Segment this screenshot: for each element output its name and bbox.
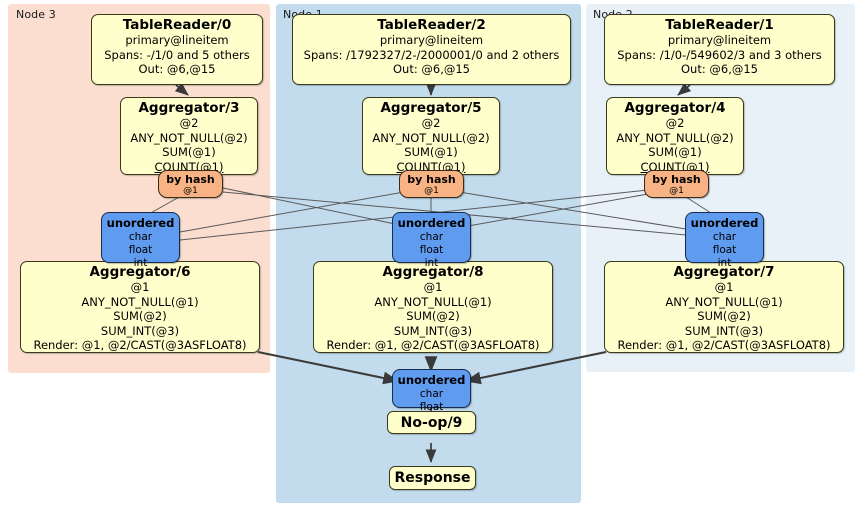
input-synchronizer-unordered-right[interactable]: unordered char float int [685,212,764,269]
input-synchronizer-unordered-final[interactable]: unordered char float [392,369,471,413]
sync-type-label: unordered [397,373,466,387]
node-agg-1: ANY_NOT_NULL(@2) [130,130,248,145]
node-title: Aggregator/6 [89,264,191,280]
processor-aggregator-8[interactable]: Aggregator/8 @1 ANY_NOT_NULL(@1) SUM(@2)… [313,261,553,353]
node-agg-1: ANY_NOT_NULL(@2) [372,130,490,145]
output-router-by-hash-left[interactable]: by hash @1 [158,170,223,198]
node-group: @2 [179,116,199,130]
router-column-label: @1 [183,186,198,196]
panel-label-node-3: Node 3 [16,8,56,21]
node-group: @1 [714,280,734,294]
processor-aggregator-3[interactable]: Aggregator/3 @2 ANY_NOT_NULL(@2) SUM(@1)… [120,97,258,175]
sync-type-1: char [712,231,737,243]
node-table: primary@lineitem [125,33,229,47]
node-table: primary@lineitem [379,33,484,47]
sync-type-label: unordered [397,216,466,230]
node-spans: Spans: -/1/0 and 5 others [104,47,250,62]
input-synchronizer-unordered-left[interactable]: unordered char float int [101,212,180,269]
sync-type-3: int [133,257,148,269]
node-group: @2 [421,116,441,130]
node-agg-2: SUM(@2) [697,309,751,323]
processor-tablereader-1[interactable]: TableReader/1 primary@lineitem Spans: /1… [604,14,835,85]
router-type-label: by hash [652,173,701,186]
input-synchronizer-unordered-middle[interactable]: unordered char float int [392,212,471,269]
node-render: Render: @1, @2/CAST(@3ASFLOAT8) [326,338,540,352]
node-title: Aggregator/8 [382,264,484,280]
node-render: Render: @1, @2/CAST(@3ASFLOAT8) [33,338,247,352]
node-agg-1: ANY_NOT_NULL(@1) [374,294,492,309]
sync-type-3: int [717,257,732,269]
node-agg-1: ANY_NOT_NULL(@2) [616,130,734,145]
processor-aggregator-6[interactable]: Aggregator/6 @1 ANY_NOT_NULL(@1) SUM(@2)… [20,261,260,353]
node-group: @1 [423,280,443,294]
processor-tablereader-2[interactable]: TableReader/2 primary@lineitem Spans: /1… [292,14,571,85]
node-title: TableReader/0 [122,17,232,33]
node-agg-1: ANY_NOT_NULL(@1) [665,294,783,309]
node-agg-2: SUM(@1) [162,145,216,159]
node-agg-2: SUM(@1) [648,145,702,159]
node-out: Out: @6,@15 [393,62,470,76]
sync-type-2: float [128,244,153,256]
node-title: Aggregator/3 [138,100,240,116]
router-column-label: @1 [424,186,439,196]
node-agg-3: SUM_INT(@3) [100,323,180,338]
output-router-by-hash-middle[interactable]: by hash @1 [399,170,464,198]
sync-type-1: char [419,388,444,400]
node-title: Aggregator/5 [380,100,482,116]
node-out: Out: @6,@15 [681,62,758,76]
sync-type-3: int [424,257,439,269]
sync-type-2: float [419,244,444,256]
node-agg-2: SUM(@1) [404,145,458,159]
processor-aggregator-4[interactable]: Aggregator/4 @2 ANY_NOT_NULL(@2) SUM(@1)… [606,97,744,175]
router-type-label: by hash [166,173,215,186]
node-agg-3: SUM_INT(@3) [684,323,764,338]
node-agg-2: SUM(@2) [406,309,460,323]
node-title: TableReader/1 [665,17,774,33]
sync-type-1: char [128,231,153,243]
node-title: Aggregator/7 [673,264,775,280]
node-out: Out: @6,@15 [138,62,216,76]
sync-type-2: float [419,401,444,413]
processor-response[interactable]: Response [389,466,476,490]
node-title: TableReader/2 [377,17,486,33]
node-table: primary@lineitem [667,33,772,47]
sync-type-1: char [419,231,444,243]
sync-type-label: unordered [690,216,759,230]
router-type-label: by hash [407,173,456,186]
output-router-by-hash-right[interactable]: by hash @1 [644,170,709,198]
sync-type-2: float [712,244,737,256]
processor-aggregator-7[interactable]: Aggregator/7 @1 ANY_NOT_NULL(@1) SUM(@2)… [604,261,844,353]
node-spans: Spans: /1792327/2-/2000001/0 and 2 other… [303,47,560,62]
sync-type-label: unordered [106,216,175,230]
processor-noop-9[interactable]: No-op/9 [387,411,476,434]
node-agg-3: SUM_INT(@3) [393,323,473,338]
node-agg-2: SUM(@2) [113,309,167,323]
node-group: @1 [130,280,150,294]
node-agg-1: ANY_NOT_NULL(@1) [81,294,199,309]
processor-tablereader-0[interactable]: TableReader/0 primary@lineitem Spans: -/… [91,14,263,85]
processor-aggregator-5[interactable]: Aggregator/5 @2 ANY_NOT_NULL(@2) SUM(@1)… [362,97,500,175]
node-spans: Spans: /1/0-/549602/3 and 3 others [617,47,822,62]
router-column-label: @1 [669,186,684,196]
node-group: @2 [665,116,685,130]
node-render: Render: @1, @2/CAST(@3ASFLOAT8) [617,338,831,352]
node-title: Aggregator/4 [624,100,726,116]
